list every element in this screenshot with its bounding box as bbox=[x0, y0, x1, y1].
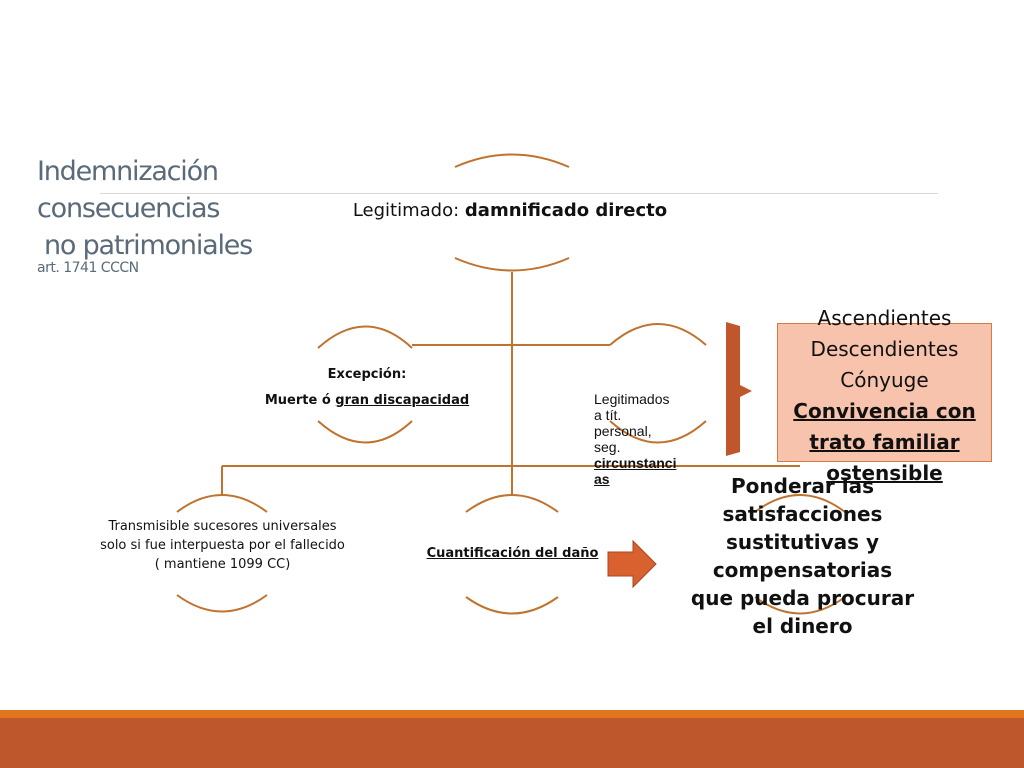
exception-text: Muerte ó bbox=[264, 393, 336, 408]
title-line-3: no patrimoniales bbox=[44, 230, 253, 261]
exception-label: Excepción: bbox=[327, 367, 407, 382]
exception-bottom-arc bbox=[317, 420, 413, 444]
weigh-node-text: Ponderar las satisfacciones sustitutivas… bbox=[690, 474, 915, 638]
slide-title: Indemnización consecuencias no patrimoni… bbox=[37, 153, 253, 264]
quantification-node-text: Cuantificación del daño bbox=[426, 546, 599, 561]
footer-band-top bbox=[0, 710, 1024, 718]
box-line-1: Ascendientes bbox=[817, 306, 952, 330]
exception-node-text: Excepción: Muerte ó gran discapacidad bbox=[262, 362, 472, 414]
legit-line-3: personal, bbox=[594, 423, 652, 439]
title-line-1: Indemnización bbox=[37, 156, 219, 187]
root-top-arc bbox=[454, 153, 570, 168]
root-prefix: Legitimado: bbox=[352, 200, 465, 221]
exception-top-arc bbox=[317, 325, 413, 349]
box-line-2: Descendientes bbox=[810, 337, 959, 361]
legitimados-list-box bbox=[777, 323, 992, 462]
quantification-bottom-arc bbox=[465, 596, 559, 615]
legitimados-node-text: Legitimados a tít. personal, seg. circun… bbox=[594, 391, 694, 487]
root-bold: damnificado directo bbox=[464, 200, 668, 221]
right-arrow-icon bbox=[607, 539, 657, 589]
transmissible-top-arc bbox=[176, 494, 268, 513]
root-bottom-arc bbox=[454, 257, 570, 272]
title-line-2: consecuencias bbox=[37, 193, 220, 224]
legit-line-1: Legitimados bbox=[594, 391, 670, 407]
legit-bold-1: circunstanci bbox=[594, 455, 677, 471]
transmissible-bottom-arc bbox=[176, 594, 268, 613]
bracket bbox=[726, 322, 752, 456]
transmissible-node-text: Transmisible sucesores universales solo … bbox=[100, 519, 345, 572]
legitimados-list-text: Ascendientes Descendientes Cónyuge Convi… bbox=[772, 303, 997, 489]
weigh-bottom-arc bbox=[754, 596, 846, 615]
quantification-top-arc bbox=[465, 494, 559, 513]
slide-subtitle: art. 1741 CCCN bbox=[37, 260, 139, 276]
legitimados-bottom-arc bbox=[609, 420, 707, 444]
box-line-3: Cónyuge bbox=[840, 368, 929, 392]
box-underlined: Convivencia con trato familiar ostensibl… bbox=[793, 399, 976, 485]
root-node-text: Legitimado: damnificado directo bbox=[330, 200, 690, 221]
legitimados-top-arc bbox=[609, 323, 707, 346]
legit-bold-2: as bbox=[594, 471, 610, 487]
legit-line-2: a tít. bbox=[594, 407, 622, 423]
legit-line-4: seg. bbox=[594, 439, 621, 455]
exception-underlined: gran discapacidad bbox=[335, 393, 470, 408]
footer-band-bottom bbox=[0, 718, 1024, 768]
title-divider bbox=[100, 193, 938, 194]
weigh-top-arc bbox=[754, 494, 846, 513]
